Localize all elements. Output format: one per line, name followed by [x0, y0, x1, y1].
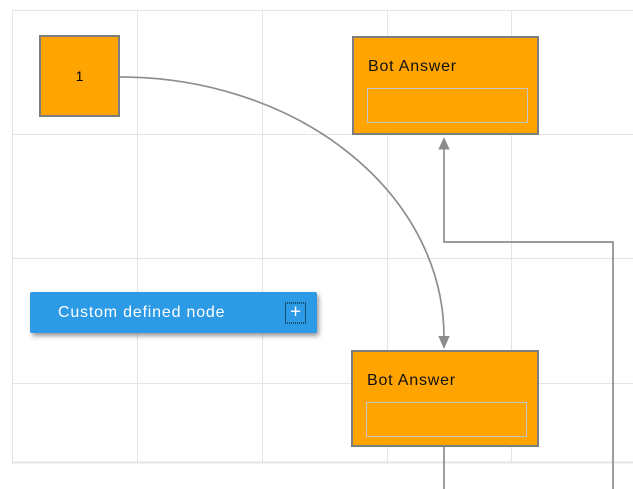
node-start[interactable]: 1 — [39, 35, 120, 117]
node-start-label: 1 — [75, 68, 84, 84]
arrowhead-down-icon — [438, 336, 450, 349]
connector-orthogonal-path[interactable] — [443, 149, 614, 489]
node-custom-defined-label: Custom defined node — [58, 303, 226, 321]
arrowhead-up-icon — [438, 137, 450, 150]
node-bot-answer-top-text-field[interactable] — [367, 88, 528, 123]
grid — [12, 10, 633, 464]
connector-curve-path[interactable] — [119, 76, 445, 338]
node-bot-answer-bottom-title: Bot Answer — [367, 372, 456, 389]
node-bot-answer-bottom-text-field[interactable] — [366, 402, 527, 437]
node-custom-defined[interactable]: Custom defined node + — [30, 292, 317, 333]
connector-curve-start-to-bottom[interactable] — [119, 76, 450, 349]
node-bot-answer-top-title: Bot Answer — [368, 58, 457, 75]
add-port-button[interactable]: + — [285, 302, 306, 323]
plus-icon: + — [289, 301, 302, 323]
node-bot-answer-top[interactable]: Bot Answer — [352, 36, 539, 135]
node-bot-answer-bottom[interactable]: Bot Answer — [351, 350, 539, 447]
connector-orthogonal-to-top[interactable] — [438, 137, 614, 489]
